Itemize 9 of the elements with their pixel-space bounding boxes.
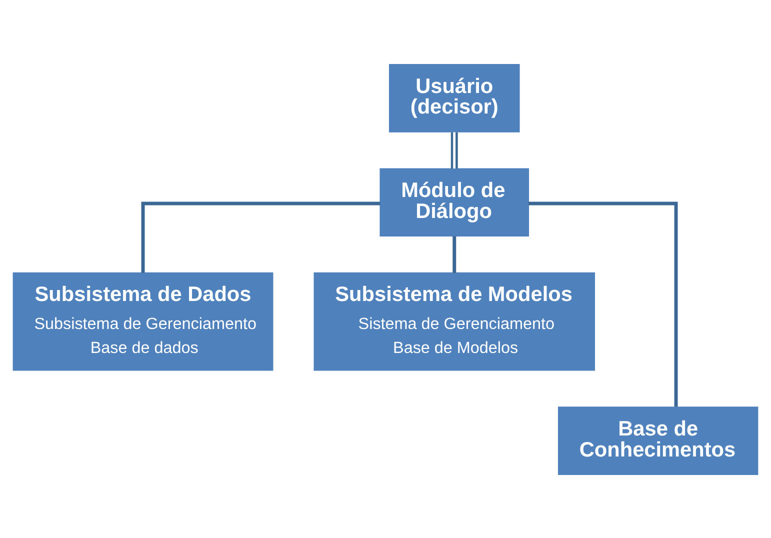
node-box: Base de Conhecimentos xyxy=(558,406,758,474)
connector xyxy=(452,236,456,272)
node-box: Usuário (decisor) xyxy=(388,64,520,132)
connector xyxy=(450,132,458,168)
connector xyxy=(528,201,678,406)
connector xyxy=(141,201,380,272)
node-box: Subsistema de Dados Subsistema de Gerenciamento Base de dados xyxy=(12,272,274,370)
node-box: Módulo de Diálogo xyxy=(380,168,530,236)
node-box: Subsistema de Modelos Sistema de Gerenciamento Base de Modelos xyxy=(314,272,595,370)
